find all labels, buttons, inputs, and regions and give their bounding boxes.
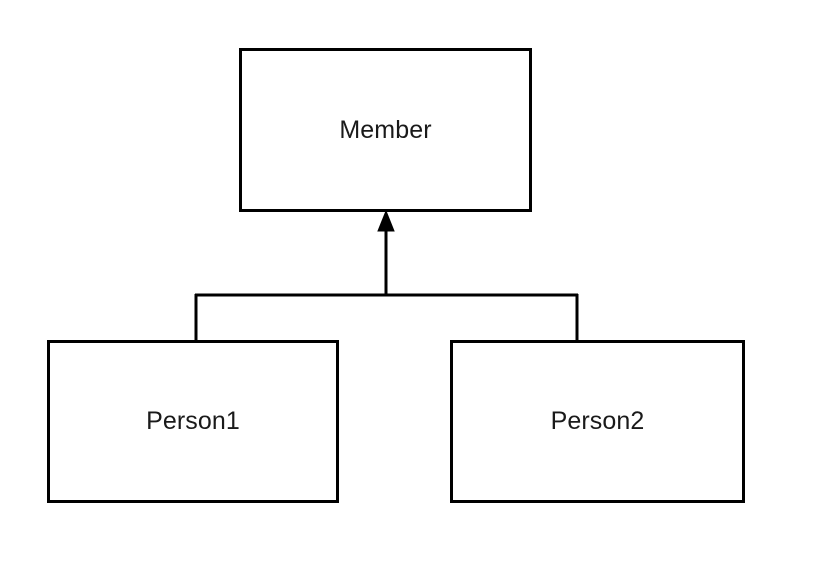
node-member[interactable]: Member: [239, 48, 532, 212]
node-person2[interactable]: Person2: [450, 340, 745, 503]
node-person1[interactable]: Person1: [47, 340, 339, 503]
inheritance-arrowhead-icon: [377, 209, 395, 232]
node-person1-label: Person1: [146, 407, 240, 435]
node-member-label: Member: [339, 115, 432, 144]
node-person2-label: Person2: [550, 407, 645, 435]
